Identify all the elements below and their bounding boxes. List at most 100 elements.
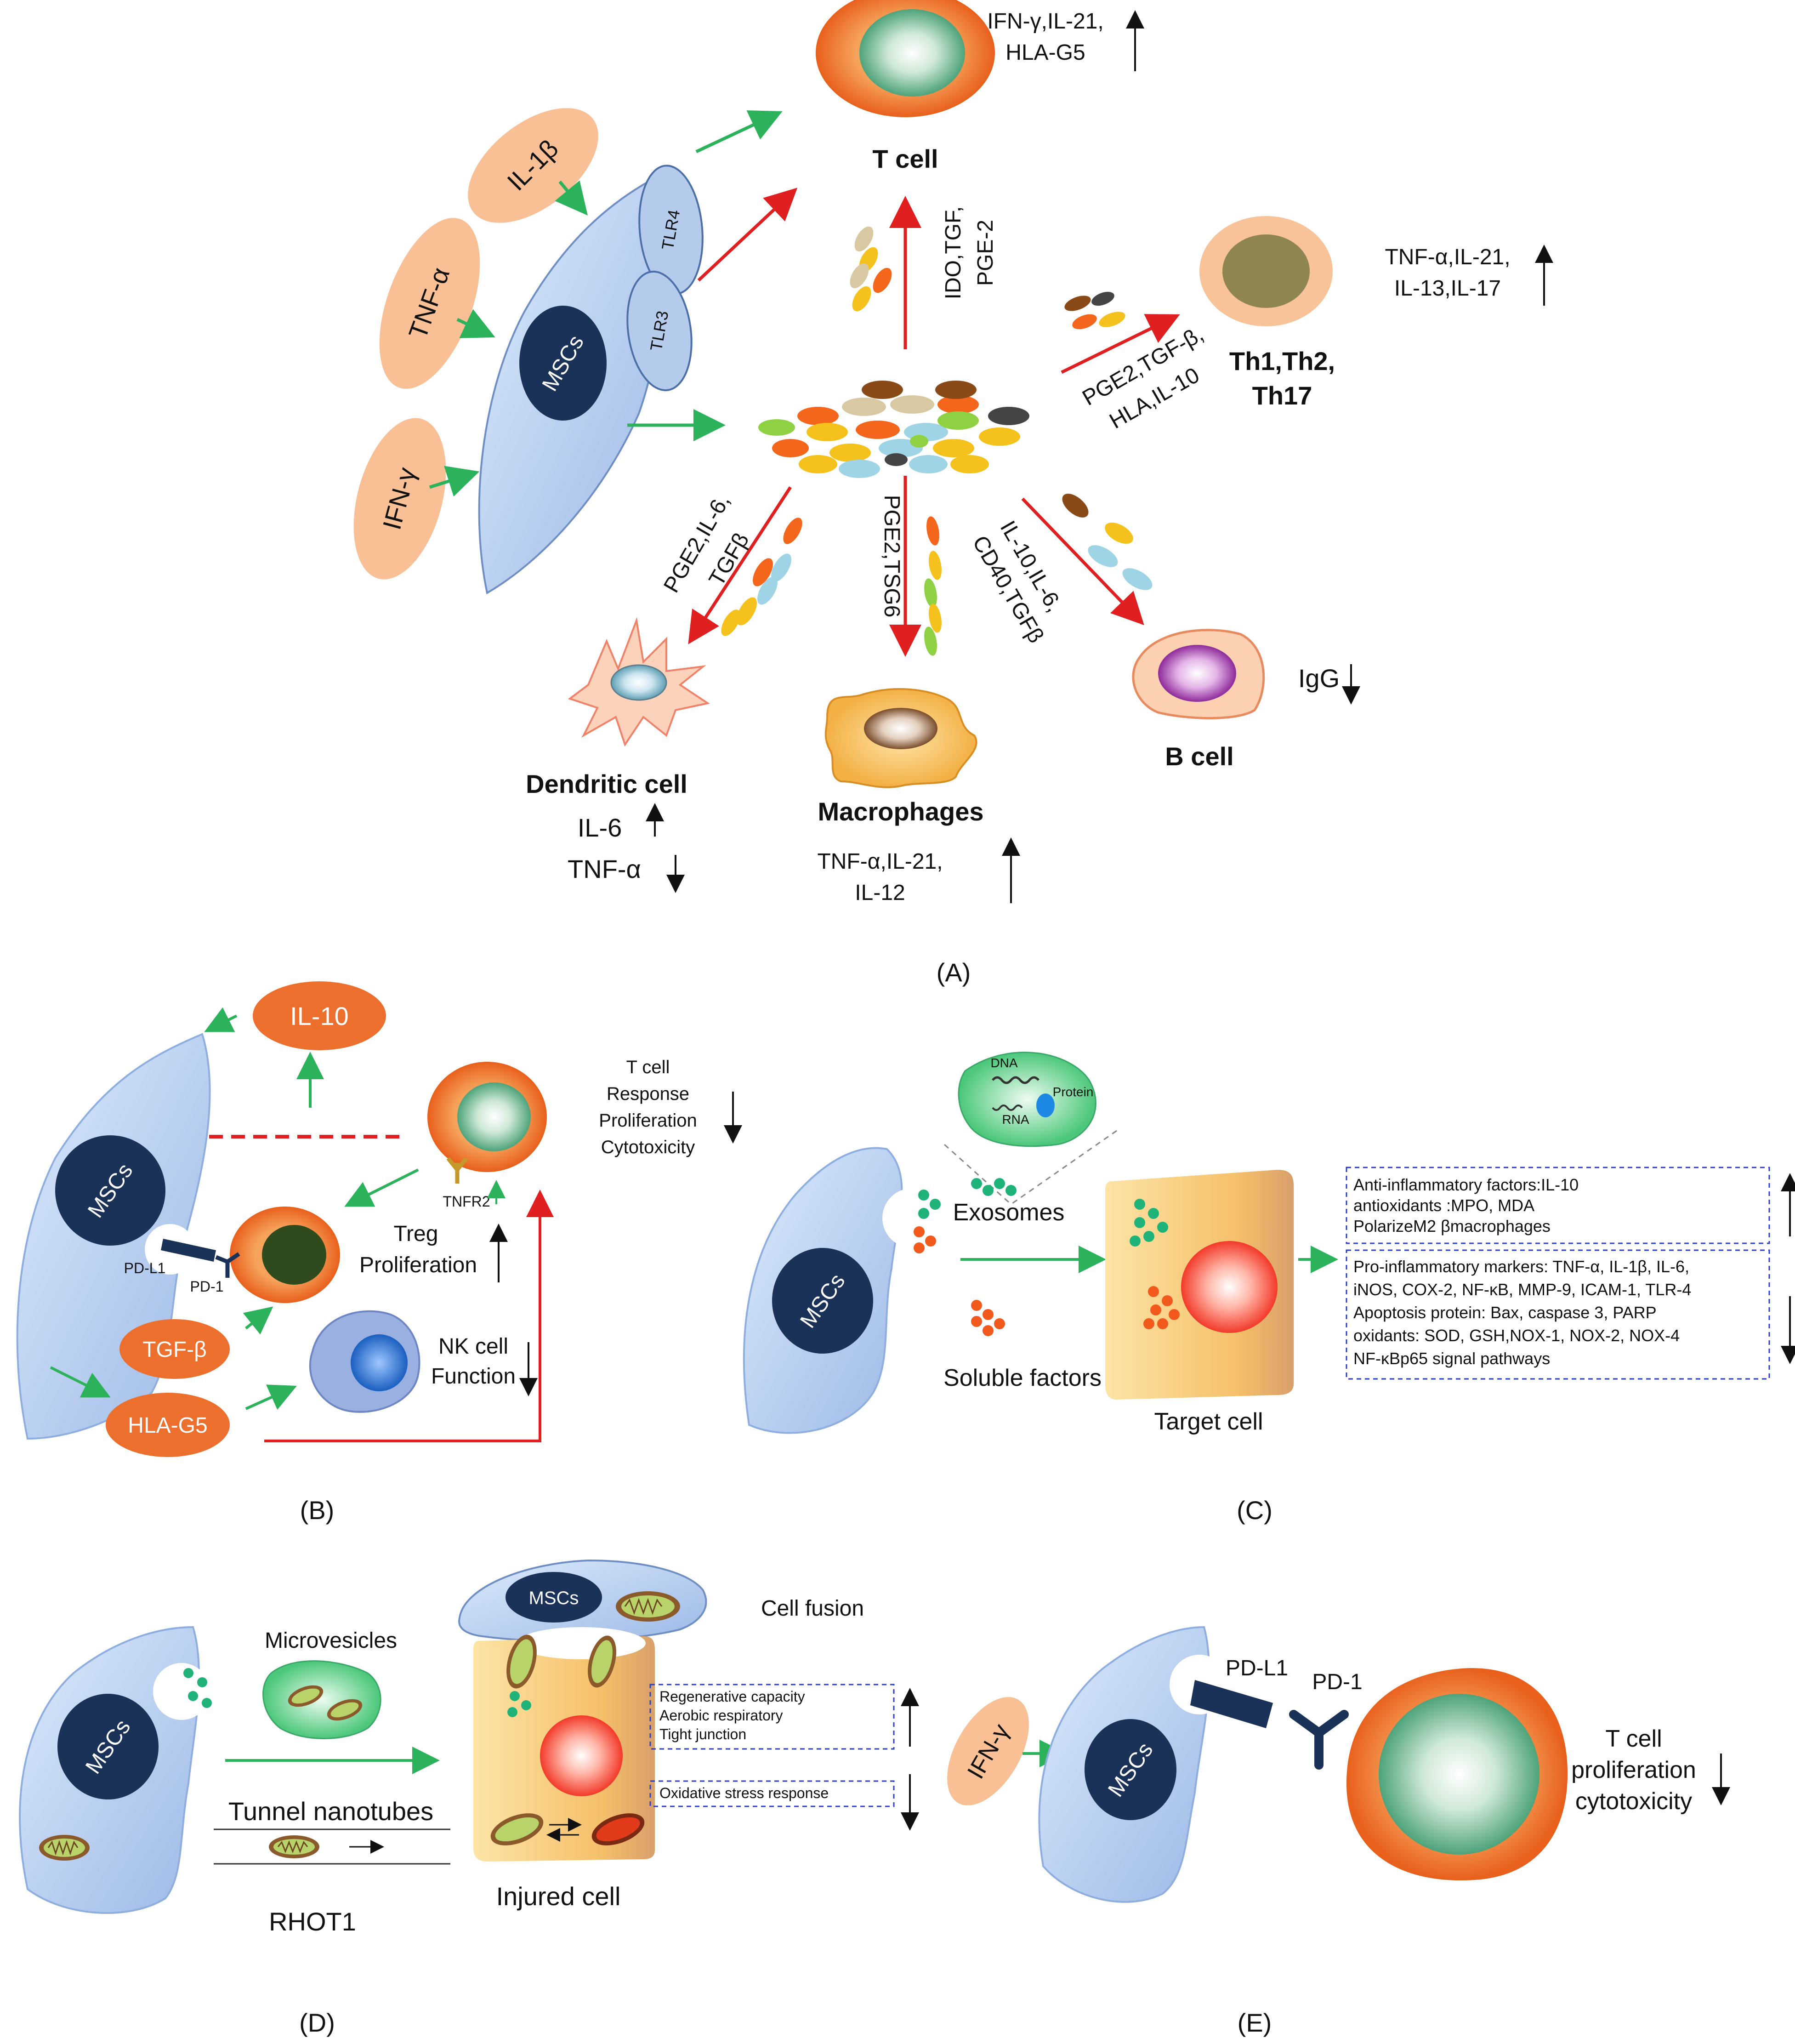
msc-pocket-d: [153, 1663, 210, 1720]
target-cell: [1105, 1170, 1294, 1400]
msc-top-d: MSCs: [458, 1559, 707, 1642]
arrow-tcell-treg: [344, 1168, 419, 1207]
d-up-1: Regenerative capacity: [659, 1688, 805, 1705]
th-nucleus: [1222, 234, 1310, 308]
mscs-top-label: MSCs: [529, 1588, 579, 1608]
t-cell-e: [1346, 1668, 1568, 1881]
protein-blob: [1036, 1093, 1055, 1117]
d-up-2: Aerobic respiratory: [659, 1707, 783, 1724]
msc-nucleus-e: [1085, 1719, 1176, 1820]
exosomes-label: Exosomes: [953, 1199, 1065, 1226]
treg-cell: [230, 1207, 340, 1303]
c-down-2: iNOS, COX-2, NF-κB, MMP-9, ICAM-1, TLR-4: [1353, 1280, 1691, 1299]
arrow-factors-dendritic: [688, 486, 792, 644]
soluble-factors-label: Soluble factors: [943, 1365, 1102, 1391]
c-up-1: Anti-inflammatory factors:IL-10: [1353, 1175, 1579, 1194]
il10-label: IL-10: [290, 1002, 349, 1031]
pd1-receptor-b: [215, 1252, 240, 1278]
msc-nucleus-c: [772, 1248, 873, 1354]
panel-b: MSCs IL-10 TNFR2 T cell Response Prolife…: [16, 981, 742, 1525]
b-cell: B cell IgG IL-10,IL-6, CD40,TGFβ: [968, 494, 1360, 771]
msc-cell-a: MSCs TLR4 TLR3: [478, 165, 704, 595]
e-tcell-3: cytotoxicity: [1575, 1788, 1692, 1815]
b-cell-nucleus: [1158, 645, 1236, 702]
c-down-1: Pro-inflammatory markers: TNF-α, IL-1β, …: [1353, 1257, 1689, 1276]
macrophage-effect-2: IL-12: [855, 881, 905, 905]
tunnel-nanotubes-label: Tunnel nanotubes: [228, 1797, 433, 1826]
tgfb-node: TGF-β: [119, 1319, 230, 1379]
il1b-cytokine: IL-1β: [468, 108, 598, 223]
tcell-response-1: T cell: [626, 1057, 670, 1077]
dendritic-effect-1: IL-6: [578, 813, 622, 842]
macrophage-nucleus: [864, 708, 937, 749]
up-effects-box-c: [1346, 1167, 1770, 1244]
arrow-hlag5-tcell: [264, 1190, 554, 1442]
e-tcell-2: proliferation: [1571, 1757, 1696, 1783]
panel-a: IL-1β TNF-α IFN-γ MSCs TLR4 TLR3: [353, 0, 1553, 987]
c-up-2: antioxidants :MPO, MDA: [1353, 1196, 1534, 1215]
panel-c-label: (C): [1237, 1496, 1272, 1525]
pdl1-label-e: PD-L1: [1226, 1656, 1288, 1680]
protein-label: Protein: [1053, 1085, 1094, 1099]
panel-a-label: (A): [937, 958, 971, 987]
macrophage-factors: PGE2,TSG6: [880, 495, 904, 618]
dendritic-effect-2: TNF-α: [568, 854, 641, 883]
il10-node: IL-10: [253, 981, 386, 1050]
ifng-node-e: IFN-γ: [947, 1697, 1029, 1805]
t-cell-a: T cell IFN-γ,IL-21, HLA-G5: [816, 0, 1144, 173]
msc-nucleus: [519, 306, 607, 421]
b-cell-name: B cell: [1165, 742, 1233, 771]
panel-b-label: (B): [300, 1496, 335, 1525]
ifng-cytokine: IFN-γ: [353, 418, 446, 580]
b-cell-effect: IgG: [1298, 664, 1340, 693]
macrophage-name: Macrophages: [818, 797, 984, 826]
dendritic-cell: Dendritic cell IL-6 TNF-α PGE2,IL-6, TGF…: [526, 486, 802, 893]
arrow-factors-th: [1061, 314, 1180, 374]
pd1-label-b: PD-1: [190, 1278, 224, 1295]
arrow-tnfa-msc: [456, 309, 495, 338]
th-name-1: Th1,Th2,: [1229, 347, 1335, 376]
arrow-tlr-tcell: [697, 188, 798, 282]
panel-c: DNA Protein RNA MSCs Exosomes Soluble fa…: [743, 1052, 1795, 1525]
pdl1-label-b: PD-L1: [124, 1260, 166, 1276]
pd1-label-e: PD-1: [1312, 1670, 1362, 1694]
th-cells: Th1,Th2, Th17 TNF-α,IL-21, IL-13,IL-17 P…: [1061, 216, 1553, 434]
rna-strand: [992, 1105, 1023, 1111]
arrow-msc-tcell: [695, 110, 783, 154]
dna-label: DNA: [990, 1056, 1017, 1070]
hlag5-node: HLA-G5: [106, 1393, 230, 1457]
arrow-factors-bcell: [1021, 497, 1144, 626]
tcell-factors-2: PGE-2: [973, 220, 998, 286]
c-down-4: oxidants: SOD, GSH,NOX-1, NOX-2, NOX-4: [1353, 1326, 1680, 1345]
tcell-response-4: Cytotoxicity: [601, 1137, 695, 1157]
exosome-dots-c: [914, 1178, 1017, 1253]
t-cell-effect-2: HLA-G5: [1005, 40, 1085, 65]
arrow-il10-msc: [204, 1007, 238, 1032]
down-effects-box-c: [1346, 1249, 1770, 1380]
th-effect-1: TNF-α,IL-21,: [1385, 245, 1510, 269]
treg-line-2: Proliferation: [359, 1253, 477, 1277]
t-cell-nucleus: [859, 9, 965, 97]
exosome-detail: DNA Protein RNA: [958, 1052, 1096, 1147]
panel-d-label: (D): [299, 2008, 335, 2037]
d-down-1: Oxidative stress response: [659, 1785, 829, 1801]
arrow-hlag5-nk: [245, 1384, 297, 1410]
injured-cell-label: Injured cell: [496, 1882, 621, 1911]
tnfr2-receptor: [446, 1157, 468, 1184]
tnfa-cytokine: TNF-α: [379, 218, 480, 389]
arrow-msc-hlag5: [50, 1366, 111, 1398]
th-name-2: Th17: [1252, 381, 1312, 410]
c-down-3: Apoptosis protein: Bax, caspase 3, PARP: [1353, 1303, 1657, 1322]
e-tcell-1: T cell: [1605, 1725, 1662, 1752]
microvesicle: [262, 1660, 381, 1739]
panel-d: MSCs Microvesicles Tunnel nanotubes RHOT…: [19, 1559, 919, 2037]
injured-cell: [473, 1627, 655, 1862]
t-cell-effect-1: IFN-γ,IL-21,: [987, 9, 1103, 34]
up-effects-box-d: [649, 1684, 895, 1750]
dna-strand: [992, 1076, 1040, 1084]
secreted-factors-cluster: [758, 381, 1029, 478]
tcell-response-3: Proliferation: [599, 1110, 697, 1131]
dendritic-name: Dendritic cell: [526, 769, 687, 798]
nk-cell: [309, 1310, 420, 1413]
